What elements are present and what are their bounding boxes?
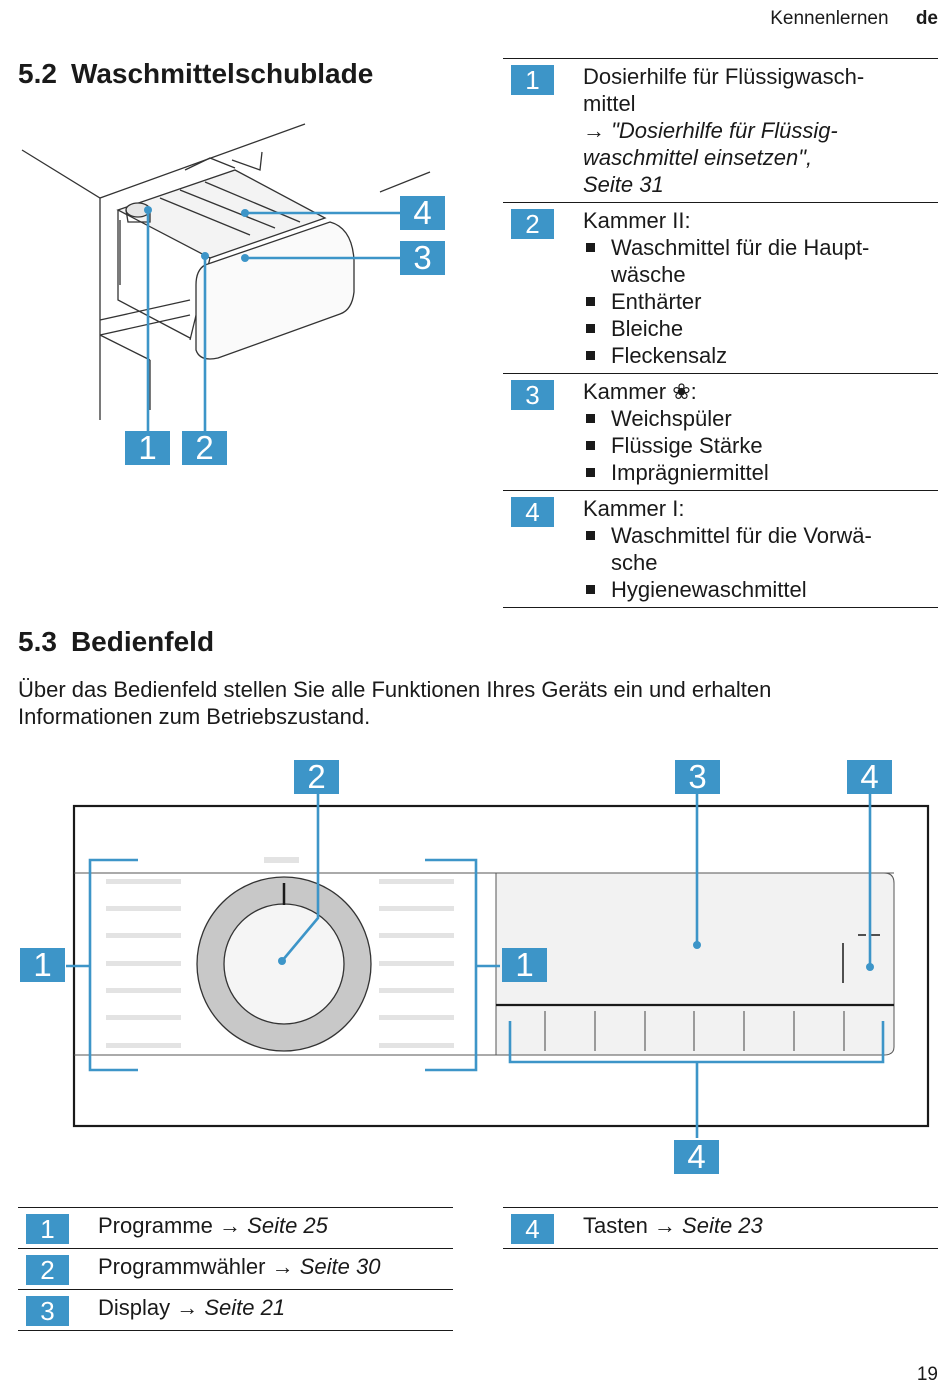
panel-callout-4-top: 4 bbox=[847, 758, 892, 795]
legend-badge: 1 bbox=[511, 65, 554, 95]
heading-5-2: 5.2 Waschmittelschublade bbox=[18, 58, 373, 90]
cross-reference-link[interactable]: Seite 23 bbox=[682, 1213, 763, 1238]
cross-reference-link[interactable]: → "Dosierhilfe für Flüssig- bbox=[583, 118, 838, 143]
item-text: Dosierhilfe für Flüssigwasch- bbox=[583, 64, 865, 89]
panel-callout-1-right: 1 bbox=[502, 946, 547, 983]
panel-callout-1-left: 1 bbox=[20, 946, 65, 983]
cross-reference-link[interactable]: Seite 31 bbox=[583, 172, 664, 197]
legend-row-3: 3 Kammer ❀: Weichspüler Flüssige Stärke … bbox=[503, 374, 938, 491]
bullet-item: Flüssige Stärke bbox=[583, 432, 938, 459]
item-text: Kammer II: bbox=[583, 208, 691, 233]
section-name: Kennenlernen bbox=[770, 8, 889, 29]
page-number: 19 bbox=[916, 1364, 938, 1385]
heading-number: 5.3 bbox=[18, 626, 57, 657]
bullet-item: Enthärter bbox=[583, 288, 938, 315]
bullet-item: Fleckensalz bbox=[583, 342, 938, 369]
legend-row-4: 4 Kammer I: Waschmittel für die Vorwä-sc… bbox=[503, 491, 938, 608]
item-text: Kammer I: bbox=[583, 496, 685, 521]
panel-legend-right: 4 Tasten → Seite 23 bbox=[503, 1207, 938, 1249]
panel-legend-left: 1 Programme → Seite 25 2 Programmwähler … bbox=[18, 1207, 453, 1331]
bullet-item: Waschmittel für die Haupt-wäsche bbox=[583, 234, 938, 288]
heading-number: 5.2 bbox=[18, 58, 57, 89]
item-text: Kammer ❀: bbox=[583, 379, 697, 404]
cross-reference-link[interactable]: Seite 25 bbox=[247, 1213, 328, 1238]
bullet-item: Bleiche bbox=[583, 315, 938, 342]
legend-badge: 2 bbox=[511, 209, 554, 239]
legend-badge: 3 bbox=[511, 380, 554, 410]
legend-row-2: 2 Kammer II: Waschmittel für die Haupt-w… bbox=[503, 203, 938, 374]
legend-row-1: 1 Programme → Seite 25 bbox=[18, 1208, 453, 1249]
heading-title: Bedienfeld bbox=[70, 626, 215, 657]
cross-reference-link[interactable]: Seite 30 bbox=[299, 1254, 381, 1279]
legend-row-4: 4 Tasten → Seite 23 bbox=[503, 1208, 938, 1249]
panel-callout-3: 3 bbox=[675, 758, 720, 795]
control-panel-illustration bbox=[66, 793, 930, 1138]
bullet-item: Waschmittel für die Vorwä-sche bbox=[583, 522, 938, 576]
drawer-callout-2: 2 bbox=[182, 429, 227, 466]
cross-reference-link[interactable]: waschmittel einsetzen", bbox=[583, 145, 813, 170]
heading-title: Waschmittelschublade bbox=[70, 58, 374, 89]
legend-badge: 4 bbox=[511, 1214, 554, 1244]
legend-row-1: 1 Dosierhilfe für Flüssigwasch- mittel →… bbox=[503, 59, 938, 203]
panel-callout-4-bottom: 4 bbox=[674, 1138, 719, 1175]
bullet-item: Hygienewaschmittel bbox=[583, 576, 938, 603]
legend-row-3: 3 Display → Seite 21 bbox=[18, 1290, 453, 1331]
bullet-item: Imprägniermittel bbox=[583, 459, 938, 486]
detergent-drawer-illustration bbox=[21, 123, 431, 432]
legend-badge: 3 bbox=[26, 1296, 69, 1326]
cross-reference-link[interactable]: Seite 21 bbox=[204, 1295, 286, 1320]
drawer-legend-table: 1 Dosierhilfe für Flüssigwasch- mittel →… bbox=[503, 58, 938, 608]
heading-5-3: 5.3 Bedienfeld bbox=[18, 626, 214, 658]
running-header: Kennenlernen de bbox=[770, 8, 938, 30]
bullet-item: Weichspüler bbox=[583, 405, 938, 432]
language-code: de bbox=[915, 8, 938, 29]
legend-badge: 4 bbox=[511, 497, 554, 527]
item-text-cont: mittel bbox=[583, 91, 636, 116]
drawer-callout-4: 4 bbox=[400, 194, 445, 231]
drawer-callout-1: 1 bbox=[125, 429, 170, 466]
legend-badge: 1 bbox=[26, 1214, 69, 1244]
intro-paragraph: Über das Bedienfeld stellen Sie alle Fun… bbox=[18, 677, 772, 729]
legend-row-2: 2 Programmwähler → Seite 30 bbox=[18, 1249, 453, 1290]
drawer-callout-3: 3 bbox=[400, 239, 445, 276]
legend-badge: 2 bbox=[26, 1255, 69, 1285]
panel-callout-2: 2 bbox=[294, 758, 339, 795]
